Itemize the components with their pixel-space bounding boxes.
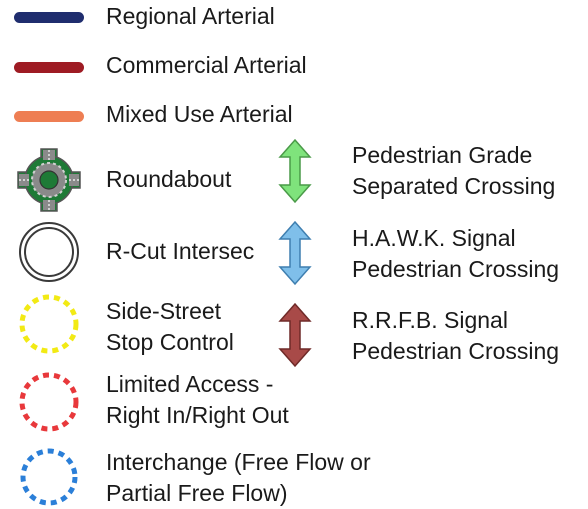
double-arrow-icon [278, 220, 312, 286]
roundabout-icon [17, 148, 81, 212]
hawk-label: H.A.W.K. Signal Pedestrian Crossing [352, 225, 560, 282]
regional-arterial-label: Regional Arterial [106, 3, 275, 29]
regional-arterial-line [14, 12, 84, 23]
ped-grade-label: Pedestrian Grade Separated Crossing [352, 142, 556, 199]
rrfb-label: R.R.F.B. Signal Pedestrian Crossing [352, 307, 560, 364]
double-arrow-icon [278, 138, 312, 204]
dashed-circle-icon [19, 294, 79, 354]
commercial-arterial-label: Commercial Arterial [106, 52, 307, 78]
commercial-arterial-line [14, 62, 84, 73]
limited-access-label: Limited Access - Right In/Right Out [106, 371, 289, 428]
roundabout-label: Roundabout [106, 166, 232, 192]
dashed-circle-icon [20, 448, 78, 506]
dashed-circle-icon [19, 372, 79, 432]
mixed-use-arterial-line [14, 111, 84, 122]
r-cut-label: R-Cut Intersec [106, 238, 255, 264]
side-street-label: Side-Street Stop Control [106, 298, 234, 355]
double-circle-icon [19, 222, 79, 282]
mixed-use-arterial-label: Mixed Use Arterial [106, 101, 293, 127]
interchange-label: Interchange (Free Flow or Partial Free F… [106, 449, 371, 506]
double-arrow-icon [278, 302, 312, 368]
